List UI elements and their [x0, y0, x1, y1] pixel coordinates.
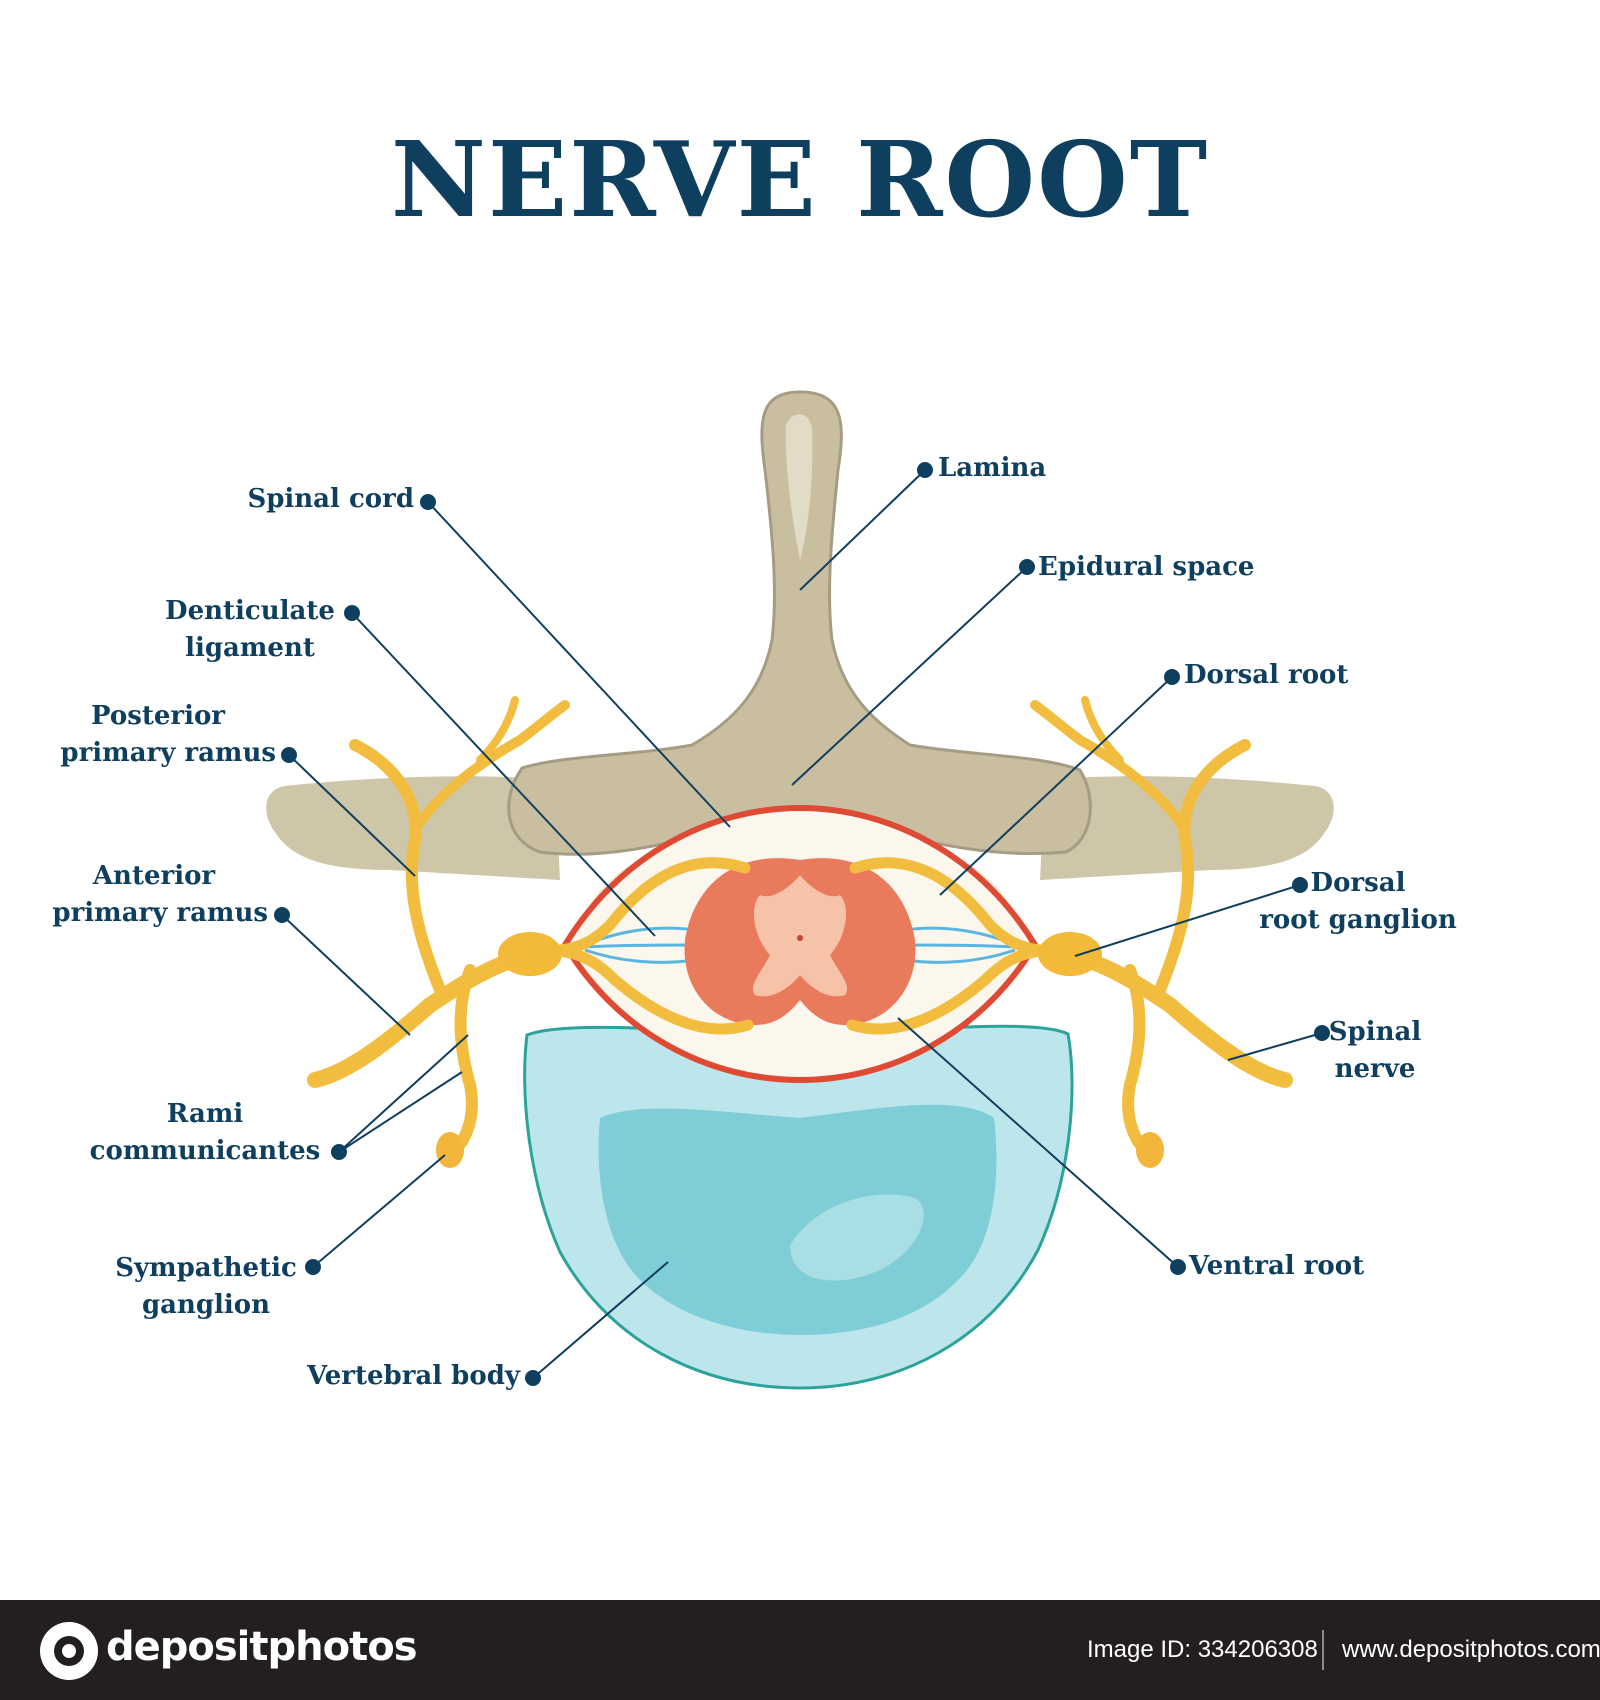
footer-divider — [1322, 1630, 1324, 1670]
vertebral-body-highlight — [790, 1194, 924, 1281]
label-lamina: Lamina — [938, 453, 1047, 483]
depositphotos-logo-icon — [40, 1622, 98, 1680]
page-title: NERVE ROOT — [390, 118, 1210, 241]
nerve-right — [846, 696, 1293, 1156]
image-id: Image ID: 334206308 — [1087, 1636, 1318, 1663]
sympathetic-ganglion-shape — [436, 1132, 464, 1168]
label-vertebral-body: Vertebral body — [306, 1361, 520, 1391]
vertebral-body-inner — [598, 1104, 997, 1335]
leader-lines — [274, 462, 1330, 1386]
dorsal-root-ganglion-right — [1038, 932, 1102, 976]
brand-name: depositphotos — [106, 1624, 418, 1670]
nerve-root-diagram — [266, 390, 1334, 1390]
sympathetic-ganglion-right-shape — [1136, 1132, 1164, 1168]
label-epidural-space: Epidural space — [1038, 552, 1255, 582]
footer-bar: depositphotos Image ID: 334206308 www.de… — [0, 1600, 1600, 1700]
website-url: www.depositphotos.com — [1342, 1636, 1600, 1663]
spinous-highlight — [785, 414, 813, 560]
dorsal-root-ganglion-left — [498, 932, 562, 976]
label-ventral-root: Ventral root — [1189, 1251, 1365, 1281]
label-dorsal-root: Dorsal root — [1184, 660, 1349, 690]
label-spinal-cord: Spinal cord — [247, 484, 414, 514]
central-canal — [797, 935, 803, 941]
